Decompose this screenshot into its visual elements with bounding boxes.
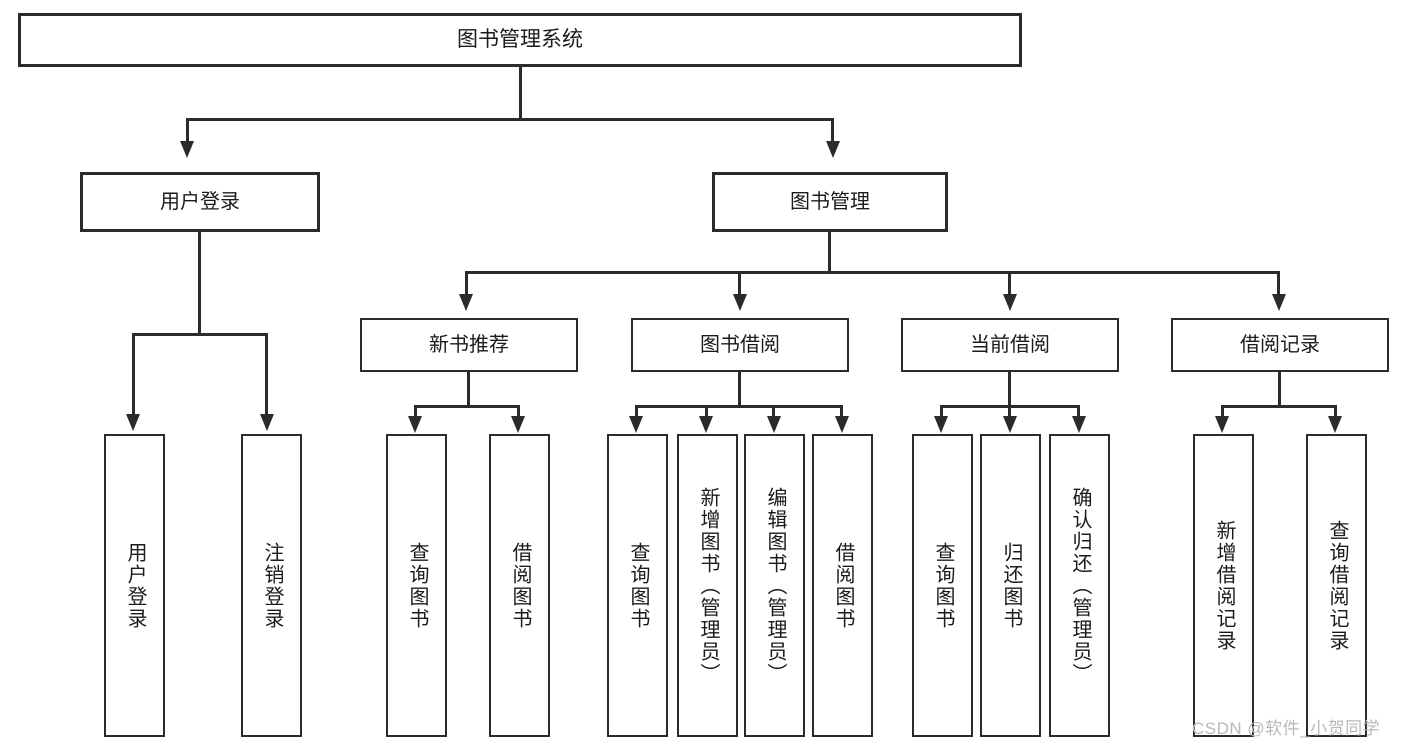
node-label: 借阅图书 (832, 541, 854, 630)
arrow-to-leaf-query-book-1 (408, 416, 422, 433)
node-label: 图书管理 (790, 190, 870, 213)
connector-root-stem (519, 67, 522, 120)
connector-br-bus (1221, 405, 1337, 408)
arrow-to-leaf-edit-book (767, 416, 781, 433)
node-label: 注销登录 (261, 541, 283, 630)
node-book-manage[interactable]: 图书管理 (712, 172, 948, 232)
connector-bm-drop-1 (465, 271, 468, 297)
node-label: 归还图书 (1000, 541, 1022, 630)
connector-br-stem (1278, 372, 1281, 407)
arrow-to-leaf-add-book (699, 416, 713, 433)
arrow-to-borrow-record (1272, 294, 1286, 311)
node-book-borrow[interactable]: 图书借阅 (631, 318, 849, 372)
arrow-to-book-borrow (733, 294, 747, 311)
connector-bb-bus (635, 405, 843, 408)
node-label: 新增借阅记录 (1213, 519, 1235, 652)
node-leaf-query-book-3[interactable]: 查询图书 (912, 434, 973, 737)
connector-br-drop-2 (1334, 405, 1337, 419)
node-leaf-user-login[interactable]: 用户登录 (104, 434, 165, 737)
arrow-to-new-book-recommend (459, 294, 473, 311)
connector-cb-stem (1008, 372, 1011, 407)
connector-bb-drop-4 (840, 405, 843, 419)
node-leaf-user-logout[interactable]: 注销登录 (241, 434, 302, 737)
node-label: 查询借阅记录 (1326, 519, 1348, 652)
node-label: 查询图书 (406, 541, 428, 630)
arrow-to-leaf-add-record (1215, 416, 1229, 433)
arrow-to-leaf-query-book-2 (629, 416, 643, 433)
connector-root-to-user-login (186, 118, 189, 144)
connector-bb-stem (738, 372, 741, 407)
node-label: 用户登录 (124, 541, 146, 630)
connector-user-login-left-drop (132, 333, 135, 417)
connector-nbr-drop-1 (414, 405, 417, 419)
connector-root-bus (186, 118, 834, 121)
arrow-to-leaf-return-book (1003, 416, 1017, 433)
node-leaf-return-book[interactable]: 归还图书 (980, 434, 1041, 737)
node-borrow-record[interactable]: 借阅记录 (1171, 318, 1389, 372)
connector-user-login-stem (198, 232, 201, 335)
node-leaf-add-book[interactable]: 新增图书（管理员） (677, 434, 738, 737)
connector-cb-drop-1 (940, 405, 943, 419)
node-leaf-borrow-book-2[interactable]: 借阅图书 (812, 434, 873, 737)
connector-cb-drop-3 (1077, 405, 1080, 419)
connector-root-to-book-manage (831, 118, 834, 144)
node-new-book-recommend[interactable]: 新书推荐 (360, 318, 578, 372)
node-label: 新增图书（管理员） (697, 486, 719, 685)
arrow-to-leaf-confirm-return (1072, 416, 1086, 433)
connector-nbr-bus (414, 405, 520, 408)
node-label: 借阅图书 (509, 541, 531, 630)
arrow-to-leaf-user-login (126, 414, 140, 431)
node-label: 新书推荐 (429, 333, 509, 356)
node-label: 编辑图书（管理员） (764, 486, 786, 685)
node-user-login[interactable]: 用户登录 (80, 172, 320, 232)
connector-bb-drop-3 (772, 405, 775, 419)
node-label: 当前借阅 (970, 333, 1050, 356)
node-label: 查询图书 (627, 541, 649, 630)
node-leaf-query-book-2[interactable]: 查询图书 (607, 434, 668, 737)
arrow-to-leaf-query-record (1328, 416, 1342, 433)
node-leaf-add-record[interactable]: 新增借阅记录 (1193, 434, 1254, 737)
node-leaf-query-book-1[interactable]: 查询图书 (386, 434, 447, 737)
connector-bm-drop-3 (1008, 271, 1011, 297)
arrow-to-user-login (180, 141, 194, 158)
node-leaf-query-record[interactable]: 查询借阅记录 (1306, 434, 1367, 737)
arrow-to-current-borrow (1003, 294, 1017, 311)
connector-book-manage-bus (465, 271, 1280, 274)
connector-br-drop-1 (1221, 405, 1224, 419)
node-label: 图书借阅 (700, 333, 780, 356)
node-leaf-confirm-return[interactable]: 确认归还（管理员） (1049, 434, 1110, 737)
connector-book-manage-stem (828, 232, 831, 273)
arrow-to-book-manage (826, 141, 840, 158)
arrow-to-leaf-query-book-3 (934, 416, 948, 433)
arrow-to-leaf-borrow-book-1 (511, 416, 525, 433)
connector-nbr-drop-2 (517, 405, 520, 419)
node-label: 图书管理系统 (457, 27, 583, 51)
connector-user-login-right-drop (265, 333, 268, 417)
node-root-book-management-system[interactable]: 图书管理系统 (18, 13, 1022, 67)
node-label: 借阅记录 (1240, 333, 1320, 356)
node-current-borrow[interactable]: 当前借阅 (901, 318, 1119, 372)
connector-nbr-stem (467, 372, 470, 407)
connector-cb-drop-2 (1008, 405, 1011, 419)
node-label: 用户登录 (160, 190, 240, 213)
connector-bm-drop-2 (738, 271, 741, 297)
connector-user-login-bus (132, 333, 268, 336)
arrow-to-leaf-user-logout (260, 414, 274, 431)
connector-bb-drop-1 (635, 405, 638, 419)
node-leaf-borrow-book-1[interactable]: 借阅图书 (489, 434, 550, 737)
connector-bm-drop-4 (1277, 271, 1280, 297)
node-label: 查询图书 (932, 541, 954, 630)
node-leaf-edit-book[interactable]: 编辑图书（管理员） (744, 434, 805, 737)
arrow-to-leaf-borrow-book-2 (835, 416, 849, 433)
connector-bb-drop-2 (705, 405, 708, 419)
node-label: 确认归还（管理员） (1069, 486, 1091, 685)
